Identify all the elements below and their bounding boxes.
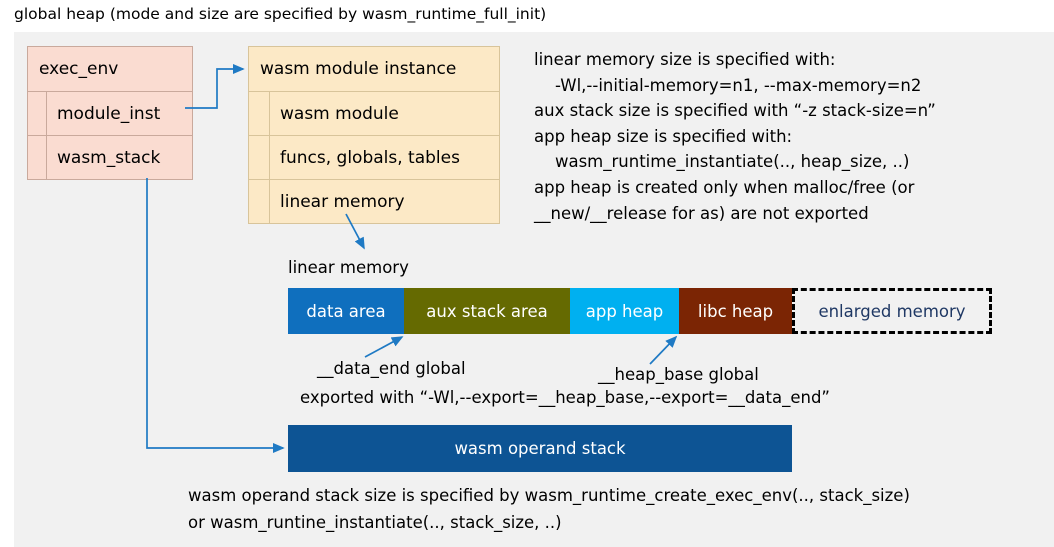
- memory-segment: app heap: [570, 288, 679, 334]
- wasm-module-instance-row-linear-memory: linear memory: [248, 180, 500, 224]
- annotation-exported-with: exported with “-Wl,--export=__heap_base,…: [300, 388, 830, 407]
- wasm-operand-stack-box: wasm operand stack: [288, 425, 792, 472]
- wasm-module-instance-box: wasm module instance wasm module funcs, …: [248, 46, 500, 224]
- row-gutter: [249, 180, 270, 223]
- page-title: global heap (mode and size are specified…: [14, 5, 547, 23]
- exec-env-field-label: wasm_stack: [57, 147, 161, 168]
- exec-env-field-label: module_inst: [57, 103, 161, 124]
- row-gutter: [28, 92, 47, 135]
- linear-memory-notes: linear memory size is specified with: -W…: [534, 50, 936, 223]
- wasm-module-instance-field-label: funcs, globals, tables: [280, 147, 460, 168]
- memory-segment: aux stack area: [404, 288, 570, 334]
- row-gutter: [249, 92, 270, 135]
- exec-env-row-wasm-stack: wasm_stack: [27, 136, 193, 180]
- wasm-module-instance-header: wasm module instance: [248, 46, 500, 92]
- wasm-module-instance-field-label: wasm module: [280, 103, 399, 124]
- linear-memory-caption: linear memory: [288, 258, 409, 277]
- operand-stack-notes: wasm operand stack size is specified by …: [188, 486, 910, 532]
- wasm-module-instance-row-wasm-module: wasm module: [248, 92, 500, 136]
- exec-env-row-module-inst: module_inst: [27, 92, 193, 136]
- row-gutter: [28, 136, 47, 179]
- annotation-heap-base: __heap_base global: [598, 365, 759, 384]
- wasm-module-instance-row-funcs-globals-tables: funcs, globals, tables: [248, 136, 500, 180]
- memory-segment: enlarged memory: [792, 288, 992, 334]
- row-gutter: [249, 136, 270, 179]
- exec-env-header: exec_env: [27, 46, 193, 92]
- annotation-data-end: __data_end global: [317, 359, 466, 378]
- exec-env-box: exec_env module_inst wasm_stack: [27, 46, 193, 180]
- wasm-module-instance-field-label: linear memory: [280, 191, 405, 212]
- memory-segment: libc heap: [679, 288, 792, 334]
- memory-segment: data area: [288, 288, 404, 334]
